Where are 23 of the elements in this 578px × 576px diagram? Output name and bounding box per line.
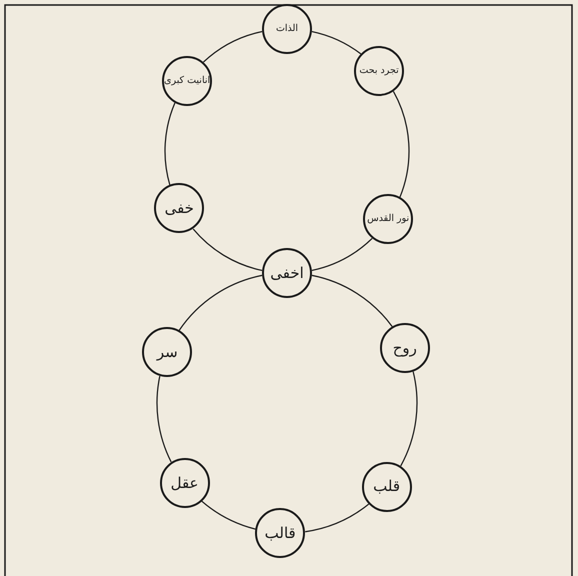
labeled-circle: قلب [362,462,412,512]
labeled-circle: تجرد بحت [354,46,404,96]
labeled-circle: سر [142,327,192,378]
labeled-circle: عقل [160,458,210,508]
ring-arc [164,102,176,186]
ring-arc [312,238,372,272]
ring-arc [156,376,172,462]
labeled-circle: الذات [262,4,312,54]
ring-arc [203,30,262,63]
labeled-circle: روح [380,323,430,374]
labeled-circle: قالب [255,508,306,558]
ring-arc [392,91,410,198]
ring-arc [312,274,393,327]
labeled-circle: خفی [154,183,204,234]
ring-arc [178,274,262,331]
labeled-circle: انانیت کبری [162,56,212,106]
labeled-circle: نور القدس [363,194,414,244]
ring-arc [400,372,418,466]
ring-arc [312,30,362,54]
ring-arc [201,500,256,530]
ring-arc [192,228,262,272]
ring-arc [305,504,370,532]
labeled-circle: اخفی [262,248,312,298]
